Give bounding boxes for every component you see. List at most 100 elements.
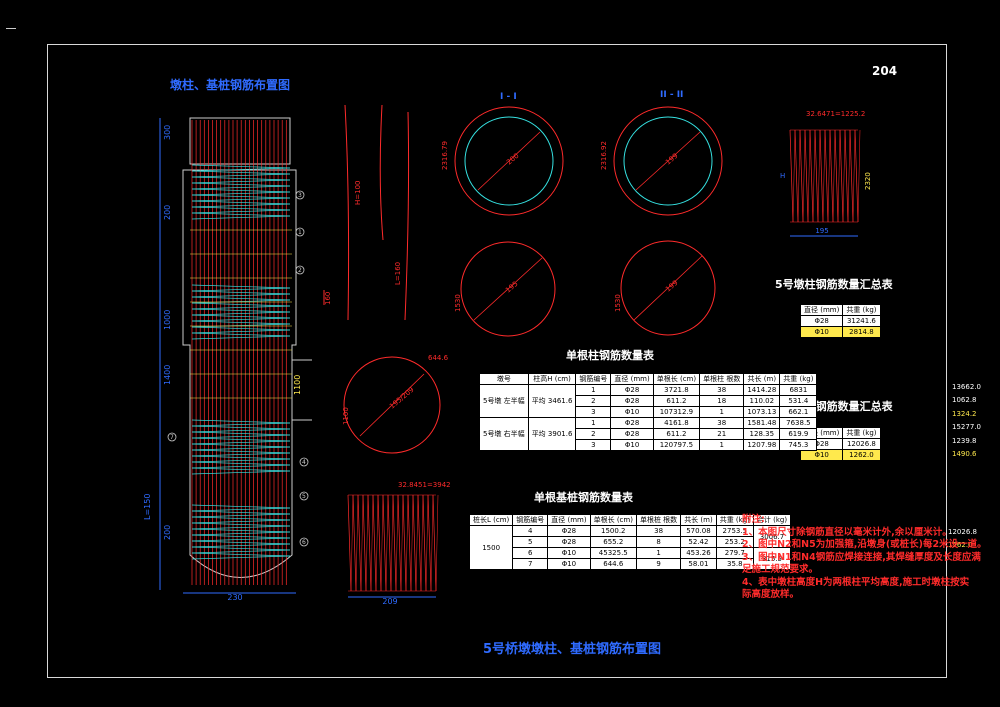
note-item: 3、图中N1和N4钢筋应焊接连接,其焊缝厚度及长度应满	[742, 551, 981, 563]
side-value: 1324.2	[952, 409, 977, 418]
cell: 1414.28	[743, 384, 781, 397]
cell: Φ10	[610, 439, 654, 452]
svg-text:L=150: L=150	[143, 494, 152, 520]
cell: 直径 (mm)	[610, 372, 654, 386]
cell: 7638.5	[779, 417, 818, 430]
cell: 6831	[779, 384, 818, 397]
svg-text:200: 200	[505, 152, 520, 167]
cell: 315.5	[752, 547, 792, 571]
side-value: 15277.0	[952, 423, 981, 432]
cell: 1262.0	[842, 449, 881, 462]
svg-text:3: 3	[298, 192, 302, 199]
cell: 38	[699, 384, 745, 397]
svg-text:200: 200	[163, 525, 172, 540]
svg-text:195: 195	[815, 227, 828, 235]
cell: 38	[635, 525, 682, 538]
cell: 1073.13	[743, 406, 781, 419]
pile-rebar-table: 桩长L (cm)钢筋编号直径 (mm)单根长 (cm)单根桩 根数共长 (m)共…	[468, 513, 792, 571]
cell: 570.08	[680, 525, 717, 538]
th: 直径 (mm)	[799, 303, 844, 317]
cell: 611.2	[652, 428, 701, 441]
svg-text:7: 7	[170, 434, 174, 441]
cell: 3	[575, 439, 612, 452]
cell: 平均 3461.6	[527, 384, 577, 419]
cell: Φ28	[610, 395, 654, 408]
drawing-title-bottom: 5号桥墩墩柱、基桩钢筋布置图	[483, 642, 662, 657]
cell: 5号墩 右半幅	[479, 417, 529, 452]
note-item: 2、图中N2和N5为加强箍,沿墩身(或桩长)每2米设一道。	[742, 539, 987, 550]
cell: 3	[575, 406, 612, 419]
cell: 1	[699, 406, 745, 419]
svg-text:L=160: L=160	[394, 262, 402, 285]
cell: 1	[635, 547, 682, 560]
cell: 31241.6	[842, 315, 881, 328]
svg-text:1: 1	[298, 229, 302, 236]
svg-text:H: H	[780, 172, 785, 180]
cell: 1	[699, 439, 745, 452]
spiral-pile	[347, 494, 439, 592]
summary-pier-title: 5号墩柱钢筋数量汇总表	[775, 278, 893, 291]
cell: 58.01	[680, 558, 717, 571]
svg-text:6: 6	[302, 539, 306, 546]
cell: Φ28	[610, 384, 654, 397]
cell: 平均 3901.6	[527, 417, 577, 452]
cell: 9	[635, 558, 682, 571]
cell: 453.26	[680, 547, 717, 560]
side-value: 1239.8	[952, 436, 977, 445]
cell: 单根柱 根数	[699, 372, 745, 386]
cell: 2	[575, 428, 612, 441]
svg-text:2: 2	[298, 267, 302, 274]
svg-text:644.6: 644.6	[428, 354, 449, 362]
sheet-number: 204	[872, 64, 898, 78]
svg-text:300: 300	[163, 125, 172, 140]
svg-text:195: 195	[504, 280, 519, 295]
cell: 745.3	[779, 439, 818, 452]
cell: Φ28	[547, 536, 591, 549]
cell: 共长 (m)	[680, 513, 717, 527]
cell: 110.02	[743, 395, 781, 408]
th: 共重 (kg)	[842, 303, 881, 317]
pier-column-elevation	[182, 117, 297, 594]
cell: 662.1	[779, 406, 818, 419]
notes-title: 附注:	[742, 514, 765, 525]
svg-text:1400: 1400	[163, 365, 172, 385]
cell: Φ28	[610, 417, 654, 430]
svg-text:2316.79: 2316.79	[441, 141, 449, 170]
cell: 120797.5	[652, 439, 701, 452]
column-rebar-table: 墩号柱高H (cm)钢筋编号直径 (mm)单根长 (cm)单根柱 根数共长 (m…	[479, 372, 818, 452]
svg-text:32.6471=1225.2: 32.6471=1225.2	[806, 110, 865, 118]
cell: 3006.7	[752, 525, 792, 549]
cell: 128.35	[743, 428, 781, 441]
cell: 21	[699, 428, 745, 441]
cell: 107312.9	[652, 406, 701, 419]
cell: 3721.8	[652, 384, 701, 397]
svg-text:1100: 1100	[342, 407, 350, 425]
cell: 655.2	[589, 536, 637, 549]
cell: 1500.2	[589, 525, 637, 538]
cell: 7	[512, 558, 549, 571]
cell: 1207.98	[743, 439, 781, 452]
side-value: 13662.0	[952, 383, 981, 391]
cell: 8	[635, 536, 682, 549]
spiral-pier	[789, 129, 861, 223]
svg-text:199: 199	[664, 279, 679, 294]
cell: 18	[699, 395, 745, 408]
cell: 5	[512, 536, 549, 549]
cell: 钢筋编号	[512, 513, 549, 527]
cell: 共重 (kg)	[779, 372, 818, 386]
side-value: 12026.8	[948, 528, 977, 536]
cell: 253.2	[715, 536, 754, 549]
cell: 35.8	[715, 558, 754, 571]
cell: 1	[575, 384, 612, 397]
cell: 5号墩 左半幅	[479, 384, 529, 419]
cell: Φ10	[799, 326, 844, 339]
